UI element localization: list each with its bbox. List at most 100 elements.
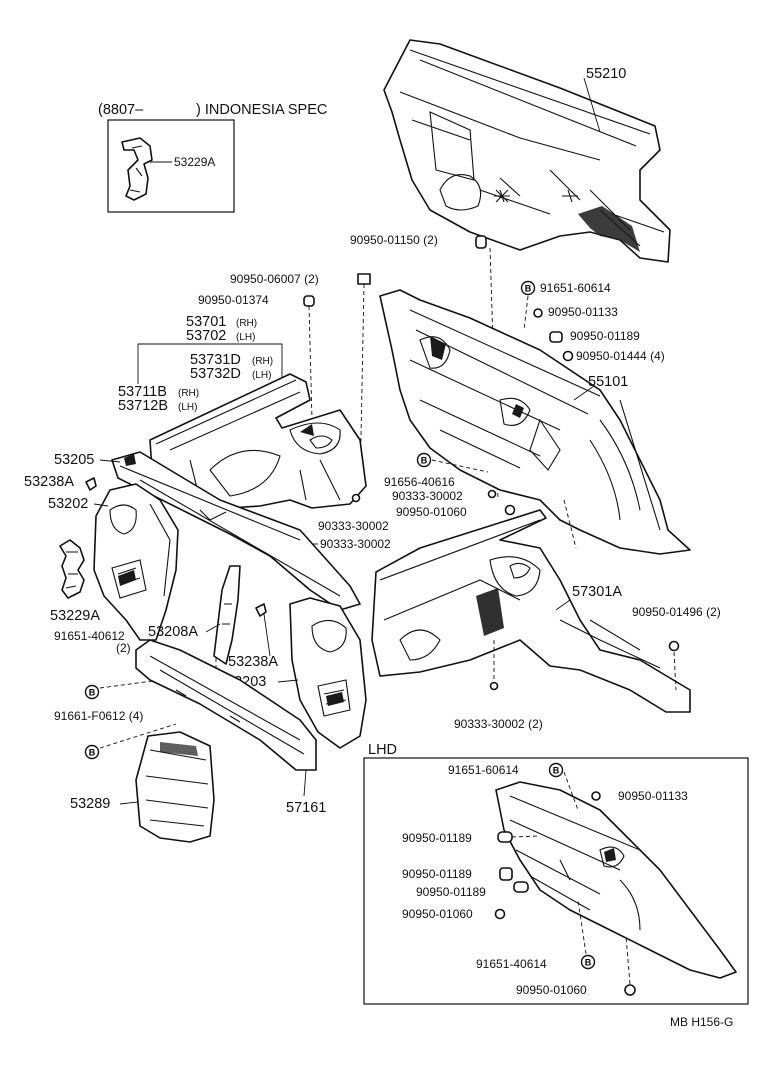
clip-53238a-icon bbox=[85, 477, 97, 491]
plug-90950-01374-icon bbox=[303, 295, 315, 307]
leader-53202 bbox=[93, 503, 109, 507]
label-90950-01189: 90950-01189 bbox=[570, 329, 640, 343]
lhd-label-90950-01060-b: 90950-01060 bbox=[516, 983, 587, 997]
leader-53203 bbox=[277, 679, 299, 683]
bolt-marker-b-icon: B bbox=[416, 452, 432, 468]
clip-90950-01150-icon bbox=[475, 235, 487, 249]
bolt-marker-b-icon: B bbox=[84, 684, 100, 700]
dash-line-01374 bbox=[308, 305, 313, 421]
label-53702-side: (LH) bbox=[236, 332, 255, 343]
lhd-inset: LHD 91651-60614 B 90950-01133 90950-0118… bbox=[363, 742, 749, 1005]
lhd-dash-01060-b bbox=[625, 935, 631, 985]
plug-90950-01496-icon bbox=[668, 640, 680, 652]
label-55101: 55101 bbox=[588, 374, 628, 390]
headlamp-support-53203-drawing bbox=[289, 597, 367, 749]
bracket-53229a-drawing bbox=[59, 539, 85, 599]
lhd-label-90950-01060-a: 90950-01060 bbox=[402, 907, 473, 921]
label-90950-01060: 90950-01060 bbox=[396, 505, 467, 519]
lhd-title: LHD bbox=[368, 742, 397, 758]
leader-55210 bbox=[583, 77, 601, 133]
lhd-plug-01189-a-icon bbox=[497, 831, 513, 843]
bolt-marker-b-icon: B bbox=[580, 954, 596, 970]
lhd-label-91651-60614: 91651-60614 bbox=[448, 763, 519, 777]
label-90950-01133: 90950-01133 bbox=[548, 305, 618, 319]
headlamp-support-53202-drawing bbox=[93, 483, 179, 641]
fender-apron-rh-drawing bbox=[371, 509, 691, 713]
plug-90950-01189-icon bbox=[549, 331, 563, 343]
lhd-label-90950-01189-a: 90950-01189 bbox=[402, 831, 472, 845]
label-53205: 53205 bbox=[54, 452, 94, 468]
lhd-label-90950-01189-b: 90950-01189 bbox=[402, 867, 472, 881]
dash-line-40616 bbox=[431, 459, 489, 473]
bolt-marker-b-icon: B bbox=[520, 280, 536, 296]
leader-57301a bbox=[555, 599, 571, 611]
label-53701: 53701 bbox=[186, 314, 226, 330]
bracket-53701 bbox=[137, 343, 283, 384]
label-53731d-side: (RH) bbox=[252, 356, 273, 367]
lhd-frame bbox=[363, 757, 749, 1005]
dash-line-01496 bbox=[673, 651, 677, 691]
label-53711b-side: (RH) bbox=[178, 388, 199, 399]
lhd-plug-01133-icon bbox=[591, 791, 601, 801]
label-53732d-side: (LH) bbox=[252, 370, 271, 381]
label-90950-01444: 90950-01444 (4) bbox=[576, 349, 665, 363]
label-90950-06007: 90950-06007 (2) bbox=[230, 272, 319, 286]
plug-90950-01133-icon bbox=[533, 308, 543, 318]
clip-53238a-mid-icon bbox=[255, 603, 267, 617]
label-53702: 53702 bbox=[186, 328, 226, 344]
inset-header-title: ) INDONESIA SPEC bbox=[196, 102, 327, 118]
label-53208a: 53208A bbox=[148, 624, 198, 640]
label-57301a: 57301A bbox=[572, 584, 622, 600]
label-53202: 53202 bbox=[48, 496, 88, 512]
bolt-marker-b-icon: B bbox=[548, 762, 564, 778]
lhd-dash-40614 bbox=[577, 899, 587, 955]
plug-90950-06007-icon bbox=[357, 273, 371, 285]
svg-text:B: B bbox=[421, 456, 428, 466]
label-90333-30002-a: 90333-30002 bbox=[318, 519, 389, 533]
label-90950-01374: 90950-01374 bbox=[198, 293, 269, 307]
label-91651-60614: 91651-60614 bbox=[540, 281, 611, 295]
svg-text:B: B bbox=[89, 688, 96, 698]
lhd-grommet-01060-icon bbox=[494, 908, 506, 920]
radiator-lower-support-57161-drawing bbox=[135, 639, 317, 771]
lhd-grommet-01060-b-icon bbox=[624, 984, 636, 996]
lhd-label-90950-01133: 90950-01133 bbox=[618, 789, 688, 803]
label-53711b: 53711B bbox=[118, 384, 167, 400]
grommet-90950-01060-icon bbox=[504, 504, 516, 516]
indonesia-spec-inset: (8807– ) INDONESIA SPEC 53229A bbox=[98, 102, 327, 213]
clip-90333-30002-d-icon bbox=[489, 681, 499, 691]
leader-53289 bbox=[119, 801, 139, 805]
dash-line-f0612 bbox=[99, 723, 177, 749]
leader-53238a-mid bbox=[263, 613, 271, 657]
label-90333-30002-b: 90333-30002 bbox=[320, 537, 391, 551]
clip-90333-30002-icon bbox=[487, 489, 497, 499]
lhd-dash-panel-drawing bbox=[495, 781, 737, 979]
label-90333-30002-d: 90333-30002 (2) bbox=[454, 717, 543, 731]
lhd-dash-01189-a bbox=[511, 835, 541, 838]
brace-53208a-drawing bbox=[213, 565, 241, 665]
label-90950-01496: 90950-01496 (2) bbox=[632, 605, 721, 619]
label-53732d: 53732D bbox=[190, 366, 241, 382]
label-57161: 57161 bbox=[286, 800, 326, 816]
leader-57161 bbox=[303, 769, 307, 797]
dash-line-60614 bbox=[523, 295, 529, 331]
plug-90950-01444-icon bbox=[562, 350, 574, 362]
label-53238a-top: 53238A bbox=[24, 474, 74, 490]
cowl-panel-55210-drawing bbox=[383, 39, 671, 263]
label-53712b: 53712B bbox=[118, 398, 168, 414]
dash-line-apron bbox=[563, 499, 577, 549]
leader-53208a bbox=[205, 623, 221, 633]
lhd-label-90950-01189-c: 90950-01189 bbox=[416, 885, 486, 899]
inset-part-53229a: 53229A bbox=[174, 155, 215, 169]
inset-frame bbox=[107, 119, 235, 213]
label-91651-40612-qty: (2) bbox=[116, 641, 131, 655]
label-91651-40612: 91651-40612 bbox=[54, 629, 125, 643]
label-91661-f0612: 91661-F0612 (4) bbox=[54, 709, 143, 723]
splash-shield-53289-drawing bbox=[135, 731, 215, 843]
leader-55101 bbox=[573, 385, 595, 401]
lhd-label-91651-40614: 91651-40614 bbox=[476, 957, 547, 971]
leader-53205 bbox=[99, 459, 121, 463]
bracket-53229a-inset-drawing bbox=[121, 137, 153, 201]
